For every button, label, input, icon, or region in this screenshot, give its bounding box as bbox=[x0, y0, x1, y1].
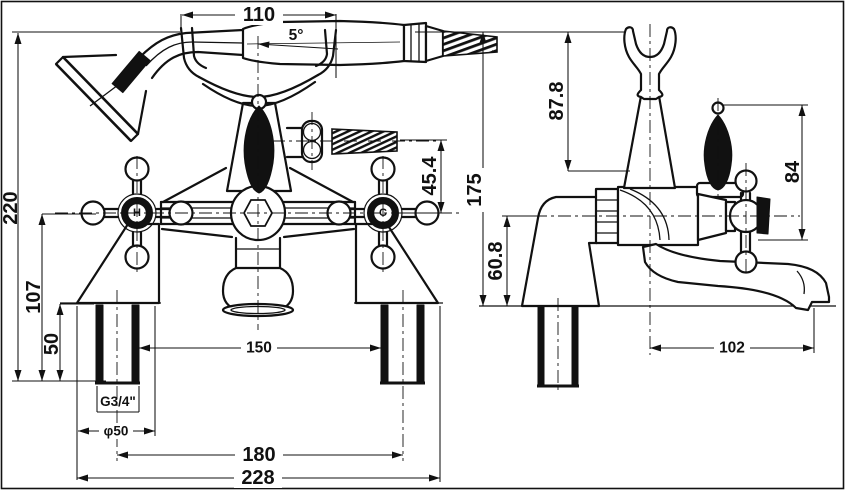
dim-deck-to-top: 175 bbox=[464, 32, 487, 306]
dim-label-175: 175 bbox=[464, 173, 486, 206]
right-shank bbox=[380, 304, 425, 385]
thread-label: G3/4" bbox=[100, 394, 136, 409]
shower-outlet bbox=[285, 119, 398, 164]
dim-label-110: 110 bbox=[243, 4, 275, 26]
dim-label-87-8: 87.8 bbox=[546, 82, 568, 121]
dim-outlet-offset: 45.4 bbox=[392, 139, 447, 214]
dim-handset-length: 110 bbox=[180, 4, 337, 78]
dim-label-107: 107 bbox=[23, 280, 45, 313]
dim-label-180: 180 bbox=[242, 444, 275, 466]
dim-diverter-height: 84 bbox=[723, 104, 808, 241]
dim-base-diameter: φ50 bbox=[76, 306, 156, 480]
front-view: H C bbox=[54, 19, 498, 385]
dimensions: 110 5° 220 107 bbox=[0, 4, 815, 489]
centerlines bbox=[55, 24, 800, 461]
dim-label-150: 150 bbox=[246, 340, 272, 357]
dim-overall-height: 220 bbox=[0, 31, 626, 382]
dim-label-dia50: φ50 bbox=[104, 424, 129, 439]
shower-head bbox=[54, 28, 245, 143]
left-shank bbox=[95, 304, 140, 385]
dim-handle-height: 107 bbox=[23, 213, 96, 381]
dim-inlet-gap: 150 bbox=[139, 339, 381, 357]
thread-callout: G3/4" bbox=[96, 386, 140, 413]
head-connector-band bbox=[111, 50, 151, 94]
outlet-thread bbox=[331, 128, 398, 155]
dim-label-220: 220 bbox=[0, 191, 22, 224]
hose-nut bbox=[424, 24, 445, 63]
side-fork bbox=[623, 26, 677, 101]
dim-inlet-centres: 180 bbox=[117, 444, 403, 466]
dim-label-84: 84 bbox=[782, 160, 804, 183]
dim-label-102: 102 bbox=[719, 340, 745, 357]
left-leg bbox=[75, 222, 161, 305]
side-shank bbox=[537, 306, 579, 388]
shower-handset bbox=[241, 19, 498, 67]
dim-label-5deg: 5° bbox=[289, 27, 304, 44]
dim-label-60-8: 60.8 bbox=[485, 242, 507, 281]
dim-label-50: 50 bbox=[41, 333, 63, 355]
diverter-handle bbox=[243, 93, 275, 194]
side-leg bbox=[520, 195, 601, 308]
dim-handset-angle: 5° bbox=[257, 27, 339, 50]
dim-shank-length: 50 bbox=[41, 303, 94, 381]
side-spout bbox=[641, 242, 831, 312]
dim-label-228: 228 bbox=[241, 467, 274, 489]
dim-label-45-4: 45.4 bbox=[419, 156, 441, 196]
dim-spout-reach: 102 bbox=[650, 308, 815, 357]
dim-deck-to-center: 60.8 bbox=[485, 215, 545, 306]
dim-cradle-height: 87.8 bbox=[546, 32, 630, 172]
dim-overall-width: 228 bbox=[77, 306, 441, 489]
